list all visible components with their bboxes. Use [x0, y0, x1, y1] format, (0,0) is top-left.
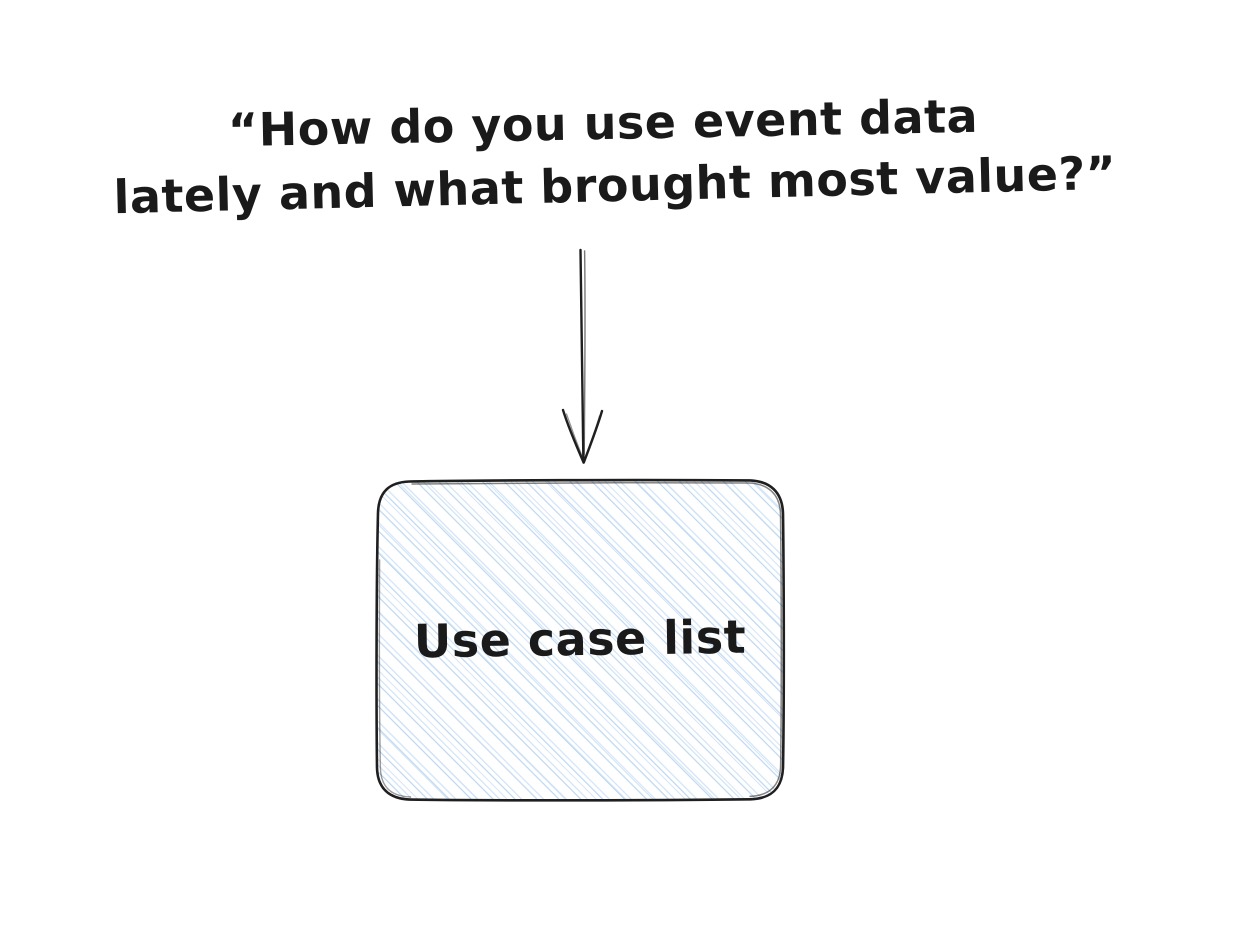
arrow-glyph: [561, 248, 604, 464]
use-case-list-node-label: Use case list: [413, 609, 747, 669]
node-fill: [377, 480, 783, 800]
node-outline: [375, 478, 786, 802]
